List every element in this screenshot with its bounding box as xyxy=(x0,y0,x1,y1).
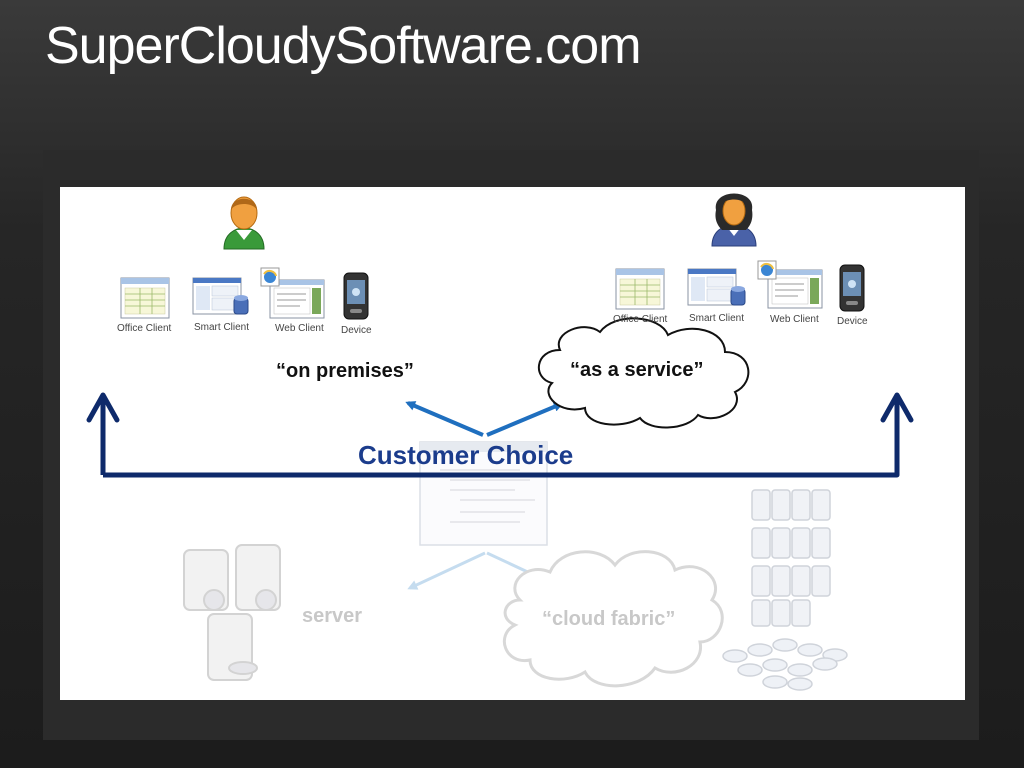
storage-racks-faded-icon xyxy=(751,489,831,627)
code-window-faded-icon xyxy=(419,441,548,546)
office-client-label: Office Client xyxy=(613,314,668,325)
web-client-label: Web Client xyxy=(275,323,324,334)
smart-client-window-icon xyxy=(687,268,746,306)
customer-choice-arrow xyxy=(86,392,914,478)
customer-choice-label: Customer Choice xyxy=(358,440,574,470)
server-label: server xyxy=(302,605,363,627)
smart-client-window-icon xyxy=(192,277,249,315)
web-client-label: Web Client xyxy=(770,314,819,325)
smart-client-label: Smart Client xyxy=(194,322,250,333)
branch-arrows xyxy=(405,401,564,437)
cloud-fabric-label: “cloud fabric” xyxy=(542,608,676,630)
smartphone-device-icon xyxy=(343,272,369,320)
as-a-service-label: “as a service” xyxy=(570,359,704,381)
office-client-window-icon xyxy=(615,268,665,310)
device-label: Device xyxy=(837,316,868,327)
on-premises-label: “on premises” xyxy=(276,360,414,382)
office-client-window-icon xyxy=(120,277,170,319)
web-client-window-icon xyxy=(757,260,823,309)
smartphone-device-icon xyxy=(839,264,865,312)
database-cluster-faded-icon xyxy=(722,638,848,691)
office-client-label: Office Client xyxy=(117,323,172,334)
smart-client-label: Smart Client xyxy=(689,313,745,324)
cloud-fabric-faded-icon xyxy=(502,550,724,688)
female-user-icon xyxy=(711,193,757,247)
male-user-icon xyxy=(223,196,265,250)
web-client-window-icon xyxy=(260,267,325,319)
slide-title: SuperCloudySoftware.com xyxy=(45,17,642,75)
as-a-service-cloud-icon xyxy=(537,317,750,429)
server-tower-faded-icon xyxy=(183,544,281,681)
device-label: Device xyxy=(341,325,372,336)
